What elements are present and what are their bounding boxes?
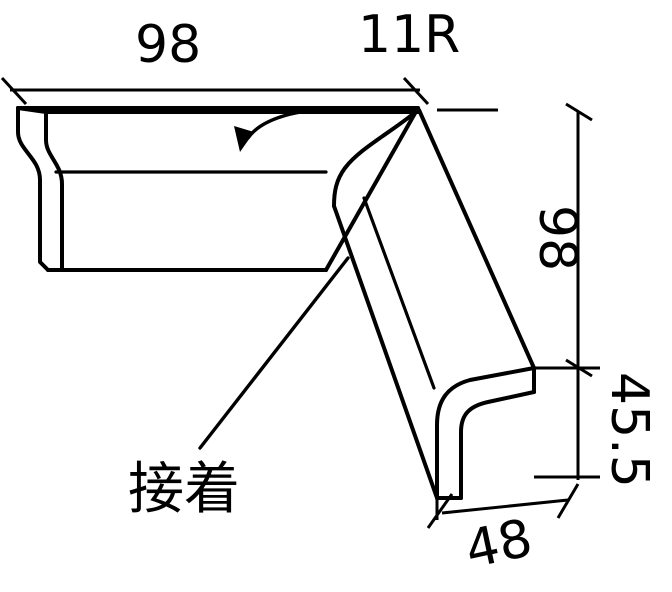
radius-leader-arrowhead <box>234 126 254 152</box>
diagonal-arm-crest <box>332 108 420 208</box>
adhesive-leader-line <box>198 256 350 450</box>
diagonal-arm-right-edge <box>417 108 536 370</box>
end-face-inner <box>459 390 536 500</box>
dimension-tick-right-top <box>402 76 430 106</box>
dimension-tick-48-right <box>556 483 580 519</box>
dimension-right-lower-height <box>534 366 600 480</box>
left-end-profile-outer <box>16 106 50 272</box>
dimension-label-11R: 11R <box>358 5 460 65</box>
radius-leader <box>234 108 342 152</box>
dimension-top-width <box>0 76 430 106</box>
dimension-label-98-top: 98 <box>135 15 201 75</box>
part-outline <box>16 106 536 500</box>
diagonal-arm-outer-edge <box>332 204 439 500</box>
dimension-line-bottom-48 <box>441 498 569 515</box>
left-end-profile-inner <box>16 106 64 270</box>
diagonal-arm-fold-line <box>362 196 436 390</box>
end-face-outer <box>435 366 536 500</box>
adhesive-leader <box>198 256 350 450</box>
dimension-tick-left-top <box>0 76 28 106</box>
dimension-label-45-5: 45.5 <box>599 372 659 488</box>
dimension-label-98-right: 98 <box>527 205 587 271</box>
dimension-tick-right-98-top <box>565 102 593 122</box>
miter-edge-left <box>324 106 420 272</box>
adhesive-label: 接着 <box>128 457 240 522</box>
dimension-label-48: 48 <box>460 508 537 580</box>
